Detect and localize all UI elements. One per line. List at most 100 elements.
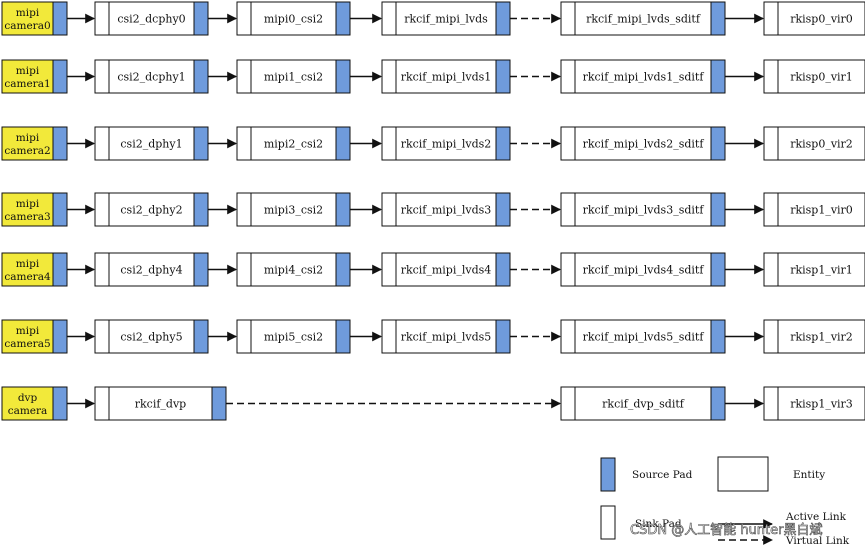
row3-entity4-sink-pad bbox=[763, 192, 779, 227]
row0-camera-box bbox=[1, 1, 54, 36]
row5-entity2-sink-pad bbox=[381, 319, 397, 354]
row0-entity3-source-pad bbox=[710, 1, 726, 36]
row2-entity1-entity-label: mipi2_csi2 bbox=[264, 138, 323, 151]
row5-entity4-entity-label: rkisp1_vir2 bbox=[790, 331, 853, 344]
row5-entity2-source-pad bbox=[495, 319, 511, 354]
row3-entity2-entity-label: rkcif_mipi_lvds3 bbox=[401, 204, 492, 217]
row1-entity1-entity-label: mipi1_csi2 bbox=[264, 71, 323, 84]
row4-entity0-entity-box bbox=[108, 252, 195, 287]
row1-entity1-sink-pad bbox=[236, 59, 252, 94]
row4-entity1-sink-pad bbox=[236, 252, 252, 287]
legend-entity-label: Entity bbox=[793, 469, 825, 481]
row0-camera-label-line1: mipi bbox=[16, 7, 40, 19]
row3-camera-label-line2: camera3 bbox=[4, 211, 50, 223]
row4-entity1-source-pad bbox=[335, 252, 351, 287]
row1-entity0-entity-label: csi2_dcphy1 bbox=[117, 71, 185, 84]
row2-entity4-entity-box bbox=[777, 126, 865, 161]
legend-virtual-link-label: Virtual Link bbox=[785, 535, 850, 547]
row2-camera-source-pad bbox=[52, 126, 68, 161]
legend-source-pad-swatch bbox=[600, 457, 616, 492]
row3-entity1-sink-pad bbox=[236, 192, 252, 227]
row3-entity3-entity-label: rkcif_mipi_lvds3_sditf bbox=[583, 204, 705, 217]
row1-camera-label-line1: mipi bbox=[16, 65, 40, 77]
row1-entity1-entity-box bbox=[250, 59, 337, 94]
row0-camera-label-line2: camera0 bbox=[4, 20, 50, 32]
row0-entity2-source-pad bbox=[495, 1, 511, 36]
row2-entity2-sink-pad bbox=[381, 126, 397, 161]
row2-entity4-sink-pad bbox=[763, 126, 779, 161]
row5-entity1-entity-label: mipi5_csi2 bbox=[264, 331, 323, 344]
row5-entity0-source-pad bbox=[193, 319, 209, 354]
row4-entity4-entity-box bbox=[777, 252, 865, 287]
row2-camera-label-line2: camera2 bbox=[4, 145, 50, 157]
row0-entity0-entity-box bbox=[108, 1, 195, 36]
row0-entity3-entity-box bbox=[574, 1, 712, 36]
row0-entity3-entity-label: rkcif_mipi_lvds_sditf bbox=[586, 13, 701, 26]
row2-entity2-source-pad bbox=[495, 126, 511, 161]
row0-entity4-entity-box bbox=[777, 1, 865, 36]
dvp-entity0-entity-label: rkcif_dvp bbox=[135, 398, 186, 411]
row2-camera-box bbox=[1, 126, 54, 161]
row0-entity1-sink-pad bbox=[236, 1, 252, 36]
dvp-camera-label-line2: camera bbox=[8, 405, 48, 417]
row1-entity2-entity-label: rkcif_mipi_lvds1 bbox=[401, 71, 492, 84]
row4-entity1-entity-box bbox=[250, 252, 337, 287]
row5-camera-box bbox=[1, 319, 54, 354]
row3-entity3-entity-box bbox=[574, 192, 712, 227]
row4-entity0-source-pad bbox=[193, 252, 209, 287]
legend-entity-swatch bbox=[717, 456, 769, 492]
row3-entity2-sink-pad bbox=[381, 192, 397, 227]
row2-entity2-entity-label: rkcif_mipi_lvds2 bbox=[401, 138, 492, 151]
row2-entity4-entity-label: rkisp0_vir2 bbox=[790, 138, 853, 151]
row1-entity4-entity-box bbox=[777, 59, 865, 94]
dvp-entity0-source-pad bbox=[211, 386, 227, 421]
dvp-entity0-entity-box bbox=[108, 386, 213, 421]
row2-entity2-entity-box bbox=[395, 126, 497, 161]
row4-entity1-entity-label: mipi4_csi2 bbox=[264, 264, 323, 277]
row3-camera-source-pad bbox=[52, 192, 68, 227]
row2-entity3-source-pad bbox=[710, 126, 726, 161]
legend-active-link-label: Active Link bbox=[785, 511, 847, 523]
row2-entity1-entity-box bbox=[250, 126, 337, 161]
legend-source-pad-label: Source Pad bbox=[632, 469, 693, 481]
row5-entity0-sink-pad bbox=[94, 319, 110, 354]
row5-entity2-entity-label: rkcif_mipi_lvds5 bbox=[401, 331, 492, 344]
dvp-entity1-sink-pad bbox=[560, 386, 576, 421]
row4-entity0-sink-pad bbox=[94, 252, 110, 287]
row1-entity1-source-pad bbox=[335, 59, 351, 94]
row5-entity2-entity-box bbox=[395, 319, 497, 354]
row3-entity0-sink-pad bbox=[94, 192, 110, 227]
row5-entity1-entity-box bbox=[250, 319, 337, 354]
row4-entity4-sink-pad bbox=[763, 252, 779, 287]
row2-entity3-entity-label: rkcif_mipi_lvds2_sditf bbox=[583, 138, 705, 151]
row4-entity2-source-pad bbox=[495, 252, 511, 287]
row1-entity3-sink-pad bbox=[560, 59, 576, 94]
row2-entity1-source-pad bbox=[335, 126, 351, 161]
row5-camera-label-line2: camera5 bbox=[4, 338, 50, 350]
row3-entity1-entity-label: mipi3_csi2 bbox=[264, 204, 323, 217]
row5-camera-label-line1: mipi bbox=[16, 325, 40, 337]
row1-entity2-source-pad bbox=[495, 59, 511, 94]
row3-entity0-source-pad bbox=[193, 192, 209, 227]
dvp-entity0-sink-pad bbox=[94, 386, 110, 421]
row0-entity4-sink-pad bbox=[763, 1, 779, 36]
row2-entity0-sink-pad bbox=[94, 126, 110, 161]
row1-entity0-source-pad bbox=[193, 59, 209, 94]
dvp-entity1-entity-box bbox=[574, 386, 712, 421]
row2-entity1-sink-pad bbox=[236, 126, 252, 161]
row0-entity4-entity-label: rkisp0_vir0 bbox=[790, 13, 853, 26]
row2-entity0-entity-label: csi2_dphy1 bbox=[120, 138, 182, 151]
row0-entity0-entity-label: csi2_dcphy0 bbox=[117, 13, 185, 26]
row1-camera-label-line2: camera1 bbox=[4, 78, 50, 90]
dvp-entity1-entity-label: rkcif_dvp_sditf bbox=[602, 398, 685, 411]
row1-entity3-entity-label: rkcif_mipi_lvds1_sditf bbox=[583, 71, 705, 84]
row3-entity4-entity-box bbox=[777, 192, 865, 227]
row3-entity0-entity-box bbox=[108, 192, 195, 227]
row4-camera-source-pad bbox=[52, 252, 68, 287]
row5-entity3-sink-pad bbox=[560, 319, 576, 354]
row2-entity0-source-pad bbox=[193, 126, 209, 161]
row5-camera-source-pad bbox=[52, 319, 68, 354]
row0-entity1-source-pad bbox=[335, 1, 351, 36]
row4-entity0-entity-label: csi2_dphy4 bbox=[120, 264, 182, 277]
row1-camera-source-pad bbox=[52, 59, 68, 94]
